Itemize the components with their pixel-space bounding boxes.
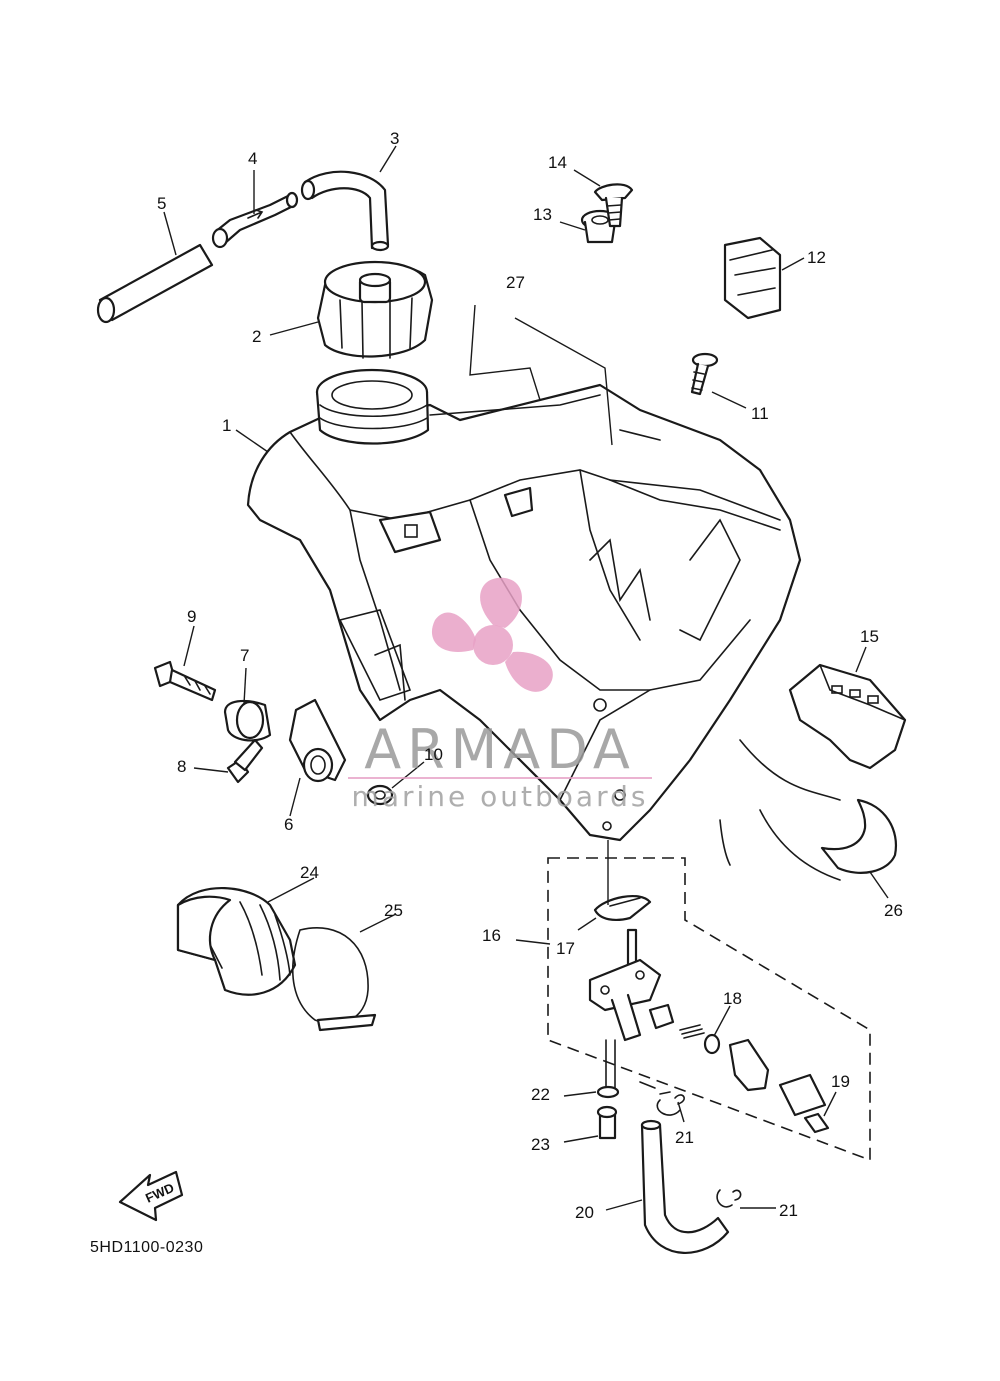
callout-3: 3	[390, 129, 399, 148]
air-duct	[176, 886, 297, 996]
tank-cap	[316, 260, 434, 359]
callout-1: 1	[222, 416, 231, 435]
callout-14: 14	[548, 153, 567, 172]
armada-watermark: ARMADA marine outboards	[348, 577, 652, 813]
callout-2: 2	[252, 327, 261, 346]
callout-15: 15	[860, 627, 879, 646]
rubber-26	[719, 739, 898, 881]
callout-20: 20	[575, 1203, 594, 1222]
callout-22: 22	[531, 1085, 550, 1104]
callout-18: 18	[723, 989, 742, 1008]
hose	[96, 243, 214, 324]
callout-27-lines	[469, 304, 613, 446]
watermark-brand: ARMADA	[364, 718, 636, 781]
callout-4: 4	[248, 149, 257, 168]
callout-27: 27	[506, 273, 525, 292]
callout-21-a: 21	[675, 1128, 694, 1147]
callout-16: 16	[482, 926, 501, 945]
clip-12	[723, 236, 782, 320]
watermark-tagline: marine outboards	[352, 780, 649, 813]
bolt-14	[593, 183, 634, 228]
callout-7: 7	[240, 646, 249, 665]
leader-lines	[163, 145, 889, 1211]
callout-6: 6	[284, 815, 293, 834]
callout-10: 10	[424, 745, 443, 764]
check-valve	[211, 191, 299, 249]
callout-11: 11	[751, 404, 769, 423]
callout-numbers: 1 2 3 4 5 6 7 8 9 10 11 12 13 14 15 16 1…	[157, 129, 903, 1222]
clamp-15	[788, 663, 907, 770]
callout-25: 25	[384, 901, 403, 920]
diagram-code: 5HD1100-0230	[90, 1239, 203, 1256]
hose-clips	[656, 1094, 742, 1208]
callout-8: 8	[177, 757, 186, 776]
screw-11	[690, 352, 719, 396]
callout-23: 23	[531, 1135, 550, 1154]
callout-17: 17	[556, 939, 575, 958]
fwd-arrow-icon: FWD	[118, 1170, 184, 1222]
mount-parts	[153, 660, 394, 806]
callout-9: 9	[187, 607, 196, 626]
callout-21-b: 21	[779, 1201, 798, 1220]
fuel-cock-assembly	[547, 857, 871, 1162]
propeller-logo-icon	[431, 577, 553, 692]
fuel-hose	[640, 1119, 730, 1254]
callout-19: 19	[831, 1072, 850, 1091]
fuel-tank	[246, 368, 802, 842]
callout-12: 12	[807, 248, 826, 267]
callout-13: 13	[533, 205, 552, 224]
callout-26: 26	[884, 901, 903, 920]
band-25	[292, 927, 377, 1032]
callout-24: 24	[300, 863, 319, 882]
breather-hose	[300, 170, 390, 252]
callout-5: 5	[157, 194, 166, 213]
